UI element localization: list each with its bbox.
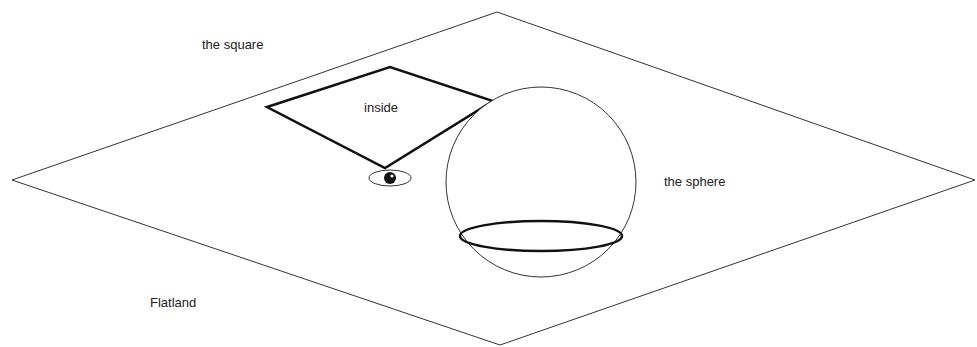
plane-label: Flatland [150,295,196,311]
flatland-plane [12,12,975,345]
region-label: inside [364,100,398,116]
eye-symbol [369,170,411,186]
square-label: the square [202,37,263,53]
shape-label: the sphere [664,174,725,190]
sphere-shape: the sphere [440,82,760,286]
